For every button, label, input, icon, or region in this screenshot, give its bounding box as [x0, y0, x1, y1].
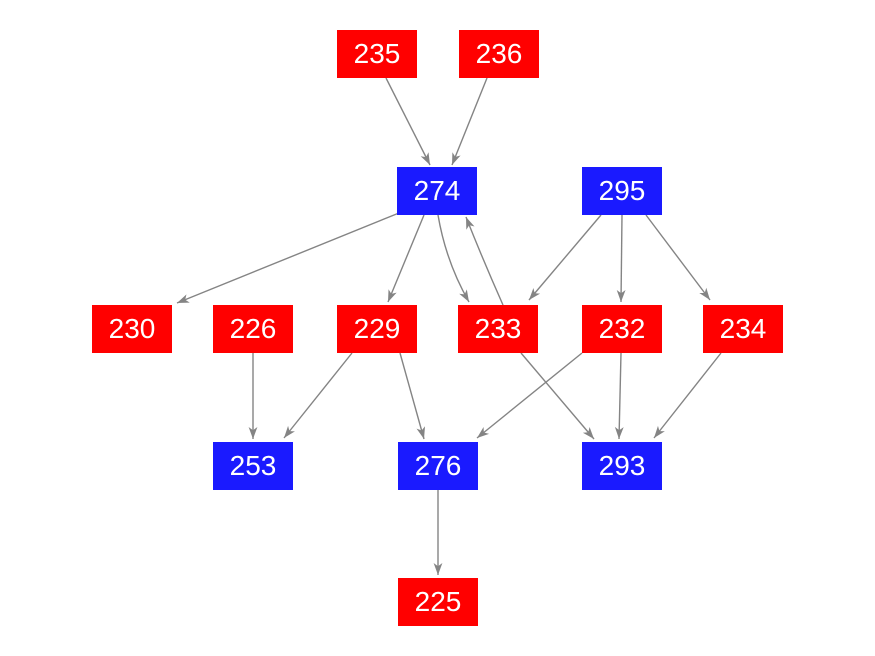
node-229: 229 [337, 305, 417, 353]
node-276: 276 [398, 442, 478, 490]
node-230: 230 [92, 305, 172, 353]
edge-295-to-233 [528, 214, 602, 301]
edge-274-to-230 [176, 212, 400, 304]
node-label: 233 [474, 313, 522, 344]
edge-236-to-274 [451, 77, 488, 166]
node-label: 226 [229, 313, 277, 344]
edge-295-to-232 [616, 214, 626, 303]
edges-group [176, 77, 722, 575]
node-274: 274 [397, 167, 477, 215]
edge-229-to-276 [399, 352, 426, 440]
node-label: 236 [475, 38, 523, 69]
edge-232-to-276 [476, 352, 583, 439]
edge-274-to-233 [437, 214, 470, 303]
edge-233-to-293 [520, 352, 595, 440]
edge-295-to-234 [645, 214, 711, 301]
node-label: 230 [108, 313, 156, 344]
edge-233-to-274 [465, 216, 504, 306]
edge-234-to-293 [653, 352, 722, 439]
node-label: 274 [413, 175, 461, 206]
node-label: 295 [598, 175, 646, 206]
node-225: 225 [398, 578, 478, 626]
node-295: 295 [582, 167, 662, 215]
node-232: 232 [582, 305, 662, 353]
node-label: 293 [598, 450, 646, 481]
node-234: 234 [703, 305, 783, 353]
node-label: 232 [598, 313, 646, 344]
node-label: 276 [414, 450, 462, 481]
edge-229-to-253 [283, 352, 353, 439]
node-label: 234 [719, 313, 767, 344]
node-label: 235 [353, 38, 401, 69]
node-293: 293 [582, 442, 662, 490]
node-226: 226 [213, 305, 293, 353]
node-label: 253 [229, 450, 277, 481]
node-235: 235 [337, 30, 417, 78]
edge-274-to-229 [387, 214, 425, 303]
node-label: 229 [353, 313, 401, 344]
node-233: 233 [458, 305, 538, 353]
node-253: 253 [213, 442, 293, 490]
edge-232-to-293 [614, 352, 624, 440]
edge-235-to-274 [385, 77, 431, 166]
node-236: 236 [459, 30, 539, 78]
node-label: 225 [414, 586, 462, 617]
